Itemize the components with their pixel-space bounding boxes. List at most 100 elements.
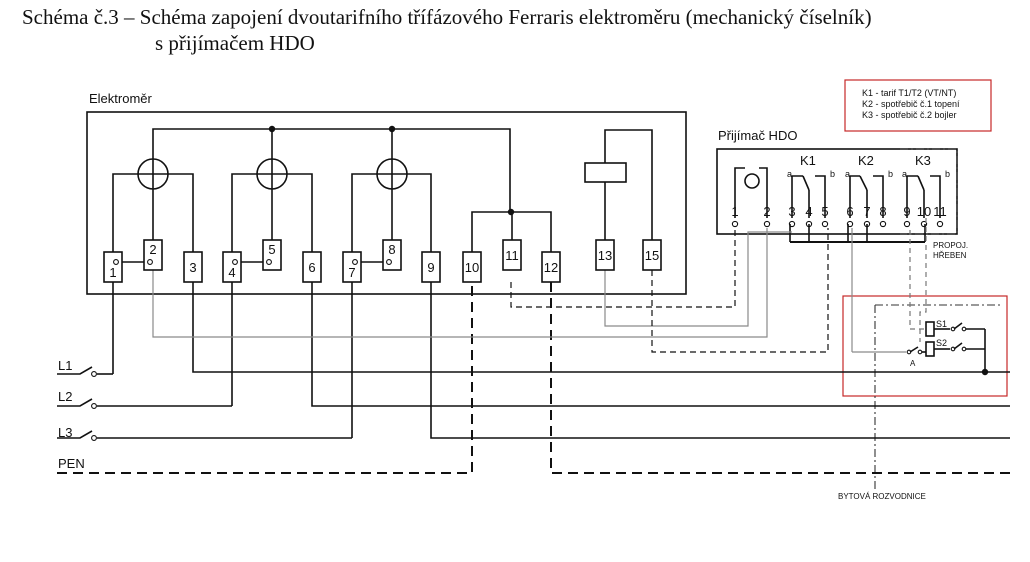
outgoing-l3-wire (430, 282, 1010, 439)
tariff-coil (584, 162, 627, 183)
contactor-s1-coil (925, 321, 935, 337)
relay-k3-label: K3 (915, 153, 931, 168)
outgoing-pen-wire (550, 282, 1010, 474)
k3-control-wire (909, 230, 926, 330)
receiver-terminal: 10 (917, 204, 931, 228)
meter-terminal-number: 6 (308, 260, 315, 275)
receiver-terminal: 5 (821, 204, 829, 228)
meter-terminal: 5 (262, 239, 282, 271)
relay-k3-pin-b: b (945, 169, 950, 179)
receiver-terminal: 9 (903, 204, 911, 228)
meter-terminal-number: 5 (268, 242, 275, 257)
contactor-s1-label: S1 (936, 319, 947, 329)
meter-terminal-number: 3 (189, 260, 196, 275)
receiver-terminal-screw (763, 220, 771, 228)
relay-k1-b (815, 175, 826, 218)
line-l1-switch-contact (91, 371, 97, 377)
title-line-2: s přijímačem HDO (155, 31, 315, 55)
meter: Elektroměr (86, 91, 687, 295)
meter-terminal-block (595, 239, 615, 271)
meter-terminal: 6 (302, 251, 322, 283)
meter-terminal: 3 (183, 251, 203, 283)
meter-enclosure (86, 111, 687, 295)
contactor-s1-contact (953, 322, 963, 330)
meter-terminal-block (462, 251, 482, 283)
meter-terminal-block (421, 251, 441, 283)
line-l3-switch-contact (91, 435, 97, 441)
outgoing-l1-wire (192, 282, 1010, 373)
line-l1-label: L1 (58, 358, 72, 373)
meter-terminal-block (541, 251, 561, 283)
relay-k2-label: K2 (858, 153, 874, 168)
meter-terminal-block (302, 251, 322, 283)
receiver-terminal-screw (731, 220, 739, 228)
receiver-terminal: 3 (788, 204, 796, 228)
meter-terminal-link-point (386, 259, 392, 265)
switch-a-contact (909, 346, 919, 353)
receiver-terminal: 11 (933, 204, 947, 228)
receiver-supply-phase-wire (152, 228, 768, 338)
line-l3-label: L3 (58, 425, 72, 440)
meter-terminal: 12 (541, 251, 561, 283)
receiver-terminal-screw (936, 220, 944, 228)
meter-terminal-number: 12 (544, 260, 558, 275)
junction-dot (388, 125, 396, 133)
line-l2-switch (57, 398, 93, 407)
meter-terminal-link-point (147, 259, 153, 265)
relay-k1-blade (802, 175, 810, 191)
relay-k3-blade (917, 175, 925, 191)
switchboard: BYTOVÁ ROZVODNICE S1 S2 A (838, 218, 1008, 501)
meter-terminal: 2 (143, 239, 163, 271)
meter-terminal: 10 (462, 251, 482, 283)
receiver-terminal-number: 2 (763, 204, 770, 219)
meter-terminal-block (642, 239, 662, 271)
meter-terminal-number: 9 (427, 260, 434, 275)
comb-note-line-2: HŘEBEN (933, 251, 967, 260)
voltage-bus (152, 128, 511, 240)
comb-note-line-1: PROPOJ. (933, 241, 968, 250)
relay-k1-pin-a: a (787, 169, 792, 179)
contactor-s2-label: S2 (936, 338, 947, 348)
meter-terminal: 11 (502, 239, 522, 271)
line-l2-switch-contact (91, 403, 97, 409)
relay-k2-pin-b: b (888, 169, 893, 179)
meter-terminal-link-point (232, 259, 238, 265)
receiver-terminal: 2 (763, 204, 771, 228)
junction-dot (507, 208, 515, 216)
relay-k2-pin-a: a (845, 169, 850, 179)
receiver-terminal-number: 11 (933, 204, 947, 219)
relay-k1-pin-b: b (830, 169, 835, 179)
switchboard-frame (842, 295, 1008, 397)
receiver-terminal-screw (903, 220, 911, 228)
junction-dot (268, 125, 276, 133)
receiver-terminal: 1 (731, 204, 739, 228)
receiver-terminal: 4 (805, 204, 813, 228)
relay-k1-label: K1 (800, 153, 816, 168)
receiver-terminal-number: 1 (731, 204, 738, 219)
meter-terminal-block (502, 239, 522, 271)
receiver-terminal: 6 (846, 204, 854, 228)
relay-k3-pin-a: a (902, 169, 907, 179)
legend-line-2: K2 - spotřebič č.1 topení (862, 99, 960, 109)
meter-terminal-link-point (352, 259, 358, 265)
line-pen-wire (57, 282, 473, 474)
receiver-supply-wire (734, 167, 745, 218)
receiver-terminal-number: 5 (821, 204, 828, 219)
meter-terminal: 8 (382, 239, 402, 271)
receiver-supply-wire (759, 167, 768, 218)
tariff-coil-wire-15 (651, 228, 829, 353)
line-pen-label: PEN (58, 456, 85, 471)
meter-terminal-number: 11 (505, 248, 519, 263)
tariff-coil-wire (604, 129, 653, 240)
receiver-terminal-screw (821, 220, 829, 228)
contactor-s2-contact (953, 342, 963, 350)
meter-terminal-number: 8 (388, 242, 395, 257)
outgoing-l2-wire (311, 282, 1010, 407)
receiver-terminal-number: 4 (805, 204, 812, 219)
k3-control-wire (919, 218, 927, 342)
receiver-terminal-number: 3 (788, 204, 795, 219)
meter-terminal: 4 (222, 251, 242, 283)
